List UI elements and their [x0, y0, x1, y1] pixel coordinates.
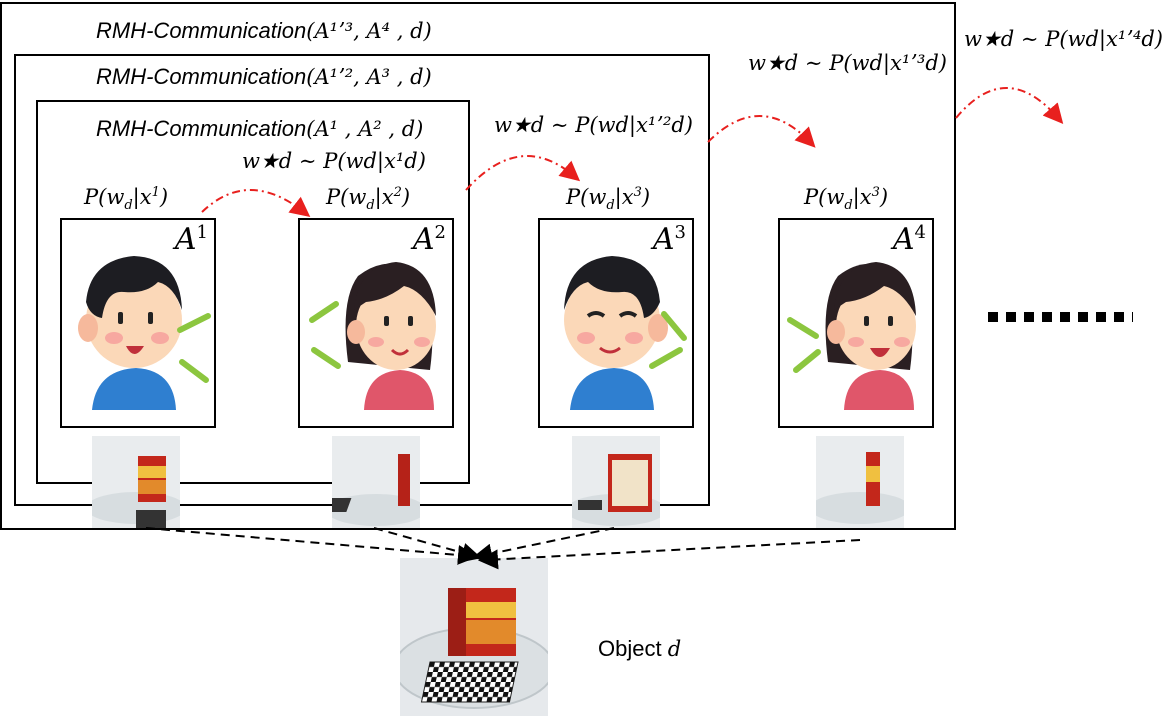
girl-speaking-icon — [787, 262, 916, 410]
sample-label-3: w★d ∼ P(wd|x¹ʼ³d) — [748, 51, 947, 75]
more-agents-ellipsis — [988, 312, 1133, 322]
observation-arrow-3 — [472, 527, 615, 564]
agent-card-a1: A1 — [60, 218, 216, 428]
prob-label-a1: P(wd|x1) — [84, 185, 169, 214]
agent-name-a2: A2 — [412, 222, 446, 257]
cracker-box-photo-icon — [92, 436, 180, 528]
cracker-box-photo-icon — [816, 436, 904, 528]
object-symbol: d — [667, 637, 682, 661]
rmh-label-outer: RMH-Communication(A¹ʼ³, A⁴ , d) — [96, 18, 432, 44]
sample-label-2: w★d ∼ P(wd|x¹ʼ²d) — [494, 113, 693, 137]
rmh-box-outer — [0, 2, 956, 530]
cracker-box-photo-icon — [400, 558, 548, 716]
rmh-label-middle-name: RMH-Communication — [96, 64, 307, 89]
object-photo-main — [400, 558, 548, 716]
girl-listening-icon — [309, 262, 436, 410]
rmh-label-inner: RMH-Communication(A¹ , A² , d) — [96, 116, 423, 142]
object-photo-a1 — [92, 436, 180, 528]
rmh-label-outer-name: RMH-Communication — [96, 18, 307, 43]
rmh-label-outer-args: (A¹ʼ³, A⁴ , d) — [306, 19, 432, 43]
cracker-box-photo-icon — [572, 436, 660, 528]
observation-arrow-1 — [145, 527, 478, 565]
object-label: Object d — [598, 636, 681, 662]
prob-label-a2: P(wd|x2) — [326, 185, 411, 214]
rmh-box-inner — [36, 100, 470, 484]
sample-label-1: w★d ∼ P(wd|x¹d) — [242, 149, 426, 173]
agent-name-a1: A1 — [174, 222, 208, 257]
agent-card-a3: A3 — [538, 218, 694, 428]
rmh-label-inner-name: RMH-Communication — [96, 116, 307, 141]
agent-card-a4: A4 — [778, 218, 934, 428]
cracker-box-photo-icon — [332, 436, 420, 528]
agent-name-a4: A4 — [892, 222, 926, 257]
object-label-text: Object — [598, 636, 662, 661]
message-arrow-4 — [955, 87, 1064, 125]
sample-label-4: w★d ∼ P(wd|x¹ʼ⁴d) — [964, 27, 1163, 51]
agent-card-a2: A2 — [298, 218, 454, 428]
boy-speaking-icon — [78, 256, 211, 410]
observation-arrow-2 — [373, 527, 482, 563]
object-photo-a3 — [572, 436, 660, 528]
boy-listening-icon — [564, 256, 687, 410]
object-photo-a4 — [816, 436, 904, 528]
rmh-label-inner-args: (A¹ , A² , d) — [306, 117, 424, 141]
rmh-label-middle-args: (A¹ʼ², A³ , d) — [306, 65, 432, 89]
object-photo-a2 — [332, 436, 420, 528]
prob-label-a4: P(wd|x3) — [804, 185, 889, 214]
prob-label-a3: P(wd|x3) — [566, 185, 651, 214]
observation-arrow-4 — [478, 539, 861, 570]
agent-name-a3: A3 — [652, 222, 686, 257]
rmh-label-middle: RMH-Communication(A¹ʼ², A³ , d) — [96, 64, 432, 90]
